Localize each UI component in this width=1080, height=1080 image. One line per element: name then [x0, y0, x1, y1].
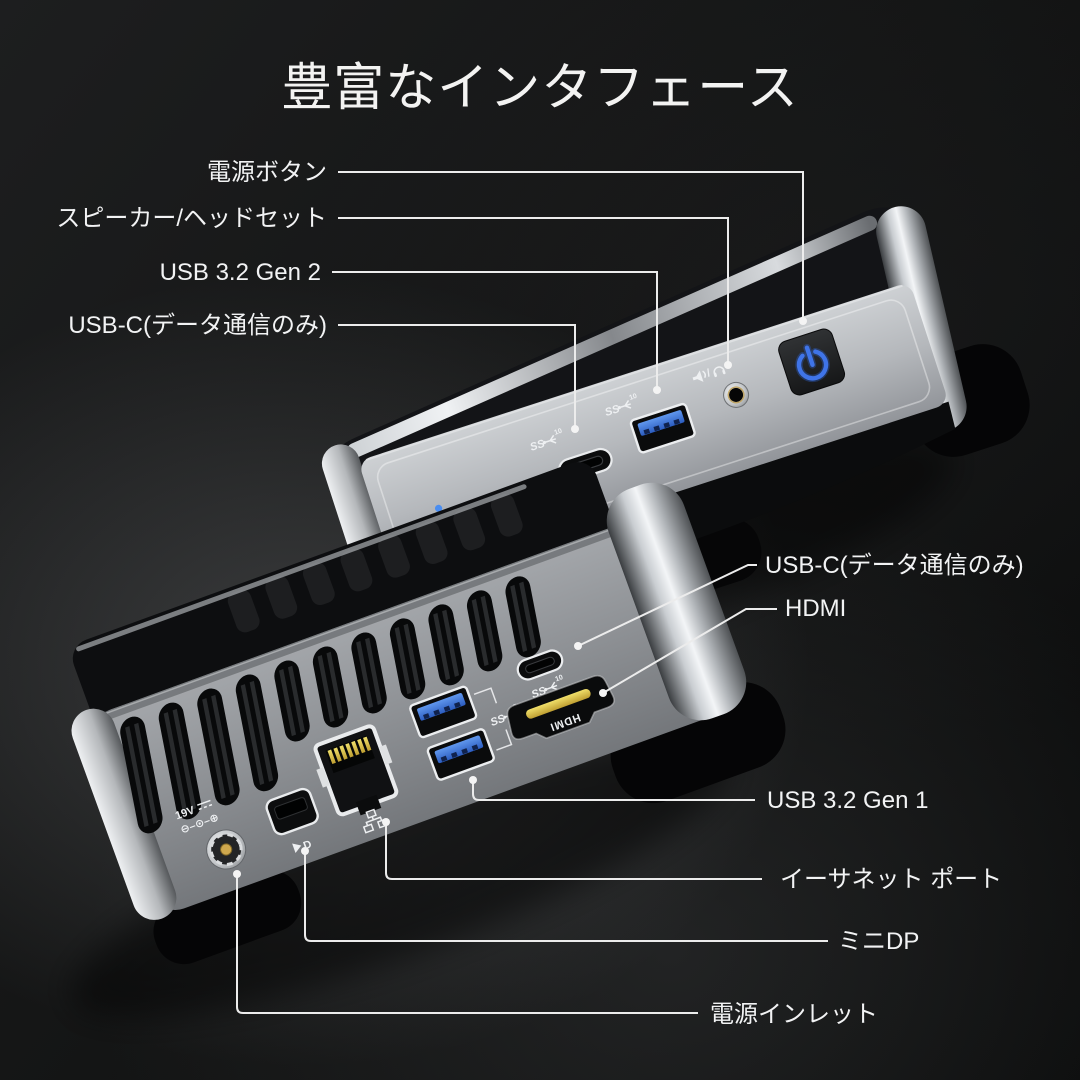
leader-power-button — [338, 171, 804, 318]
leader-dots — [233, 317, 807, 878]
power-button — [778, 328, 846, 396]
ethernet-icon — [362, 808, 389, 834]
displayport-icon: D — [292, 838, 314, 853]
label-usbc-rear: USB-C(データ通信のみ) — [765, 552, 1024, 579]
leader-usb-gen2 — [332, 271, 658, 387]
usb-a-port-rear-lower — [426, 728, 495, 781]
mini-pc-rear-view: 19V ⊖–⊙–⊕ D — [71, 462, 786, 965]
usb-c-port-rear — [516, 649, 564, 681]
svg-text:/: / — [705, 367, 712, 379]
rear-top-vents — [227, 494, 523, 633]
label-power-inlet: 電源インレット — [710, 1001, 878, 1028]
leader-headset — [338, 217, 729, 362]
label-ethernet: イーサネット ポート — [780, 866, 1002, 893]
leader-ethernet — [385, 823, 762, 880]
label-hdmi: HDMI — [785, 595, 846, 622]
leader-usbc-front — [338, 324, 576, 426]
vent-slots — [120, 576, 541, 834]
page-title: 豊富なインタフェース — [281, 61, 798, 117]
hdmi-port: HDMI — [506, 674, 615, 740]
label-mini-dp: ミニDP — [838, 928, 919, 955]
label-usbc-front: USB-C(データ通信のみ) — [68, 312, 327, 339]
power-led — [434, 504, 443, 513]
usb-a-port-front — [629, 402, 696, 454]
leader-hdmi — [602, 608, 777, 694]
front-labels: 電源ボタン スピーカー/ヘッドセット USB 3.2 Gen 2 USB-C(デ… — [56, 159, 327, 339]
label-power-button: 電源ボタン — [207, 159, 327, 186]
mini-dp-port — [265, 787, 319, 836]
leader-usbc-rear — [577, 564, 757, 647]
power-inlet-port — [206, 829, 247, 870]
label-usb-gen1: USB 3.2 Gen 1 — [767, 787, 928, 814]
label-headset: スピーカー/ヘッドセット — [56, 205, 327, 232]
usb-a-port-rear-upper — [409, 685, 478, 739]
leader-mini-dp — [304, 852, 828, 942]
speaker-headset-icon: / — [692, 366, 726, 382]
power-icon — [795, 343, 830, 383]
svg-text:SS: SS — [489, 712, 508, 729]
label-usb-gen2: USB 3.2 Gen 2 — [160, 259, 321, 286]
leader-lines — [236, 171, 828, 1014]
ethernet-port — [313, 724, 399, 817]
audio-jack-port — [723, 381, 750, 408]
leader-power-inlet — [236, 875, 698, 1014]
rear-labels: USB-C(データ通信のみ) HDMI USB 3.2 Gen 1 イーサネット… — [710, 552, 1024, 1028]
svg-text:D: D — [302, 838, 314, 852]
leader-usb-gen1 — [472, 781, 755, 801]
